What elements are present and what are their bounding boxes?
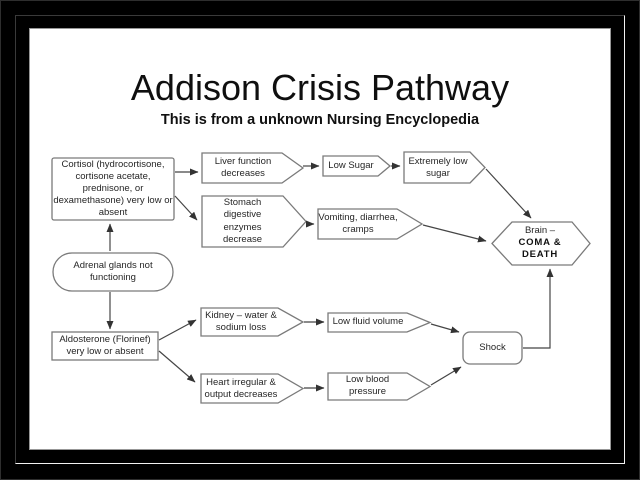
low-sugar-node-shape — [322, 155, 392, 177]
low-fluid-volume-node-shape — [327, 312, 432, 333]
aldosterone-node-shape — [51, 331, 159, 361]
adrenal-glands-node-label: Adrenal glands not functioning — [73, 260, 153, 283]
heart-output-node-shape — [200, 373, 305, 404]
edge-shock-brain — [523, 268, 554, 349]
brain-label-line: Brain – — [524, 225, 556, 236]
liver-function-node-shape — [201, 152, 305, 184]
edge-vomiting-brain — [422, 224, 487, 243]
edge-aldosterone-heart — [158, 350, 196, 383]
low-blood-pressure-node-shape — [327, 372, 432, 401]
cortisol-node-shape — [51, 157, 175, 221]
shock-node-label: Shock — [479, 342, 506, 353]
edge-lowbp-shock — [430, 366, 462, 386]
brain-death-line: DEATH — [521, 249, 559, 260]
liver-function-node-label: Liver function decreases — [214, 156, 272, 179]
adrenal-glands-node-shape — [52, 252, 174, 292]
edge-extremely-brain — [485, 168, 532, 219]
kidney-node-shape — [200, 307, 305, 337]
heart-output-node-label: Heart irregular & output decreases — [204, 376, 278, 400]
cortisol-node-label: Cortisol (hydrocortisone, cortisone acet… — [53, 159, 173, 218]
low-fluid-volume-node-label: Low fluid volume — [332, 316, 404, 327]
page-title: Addison Crisis Pathway — [130, 67, 510, 108]
edge-aldosterone-kidney — [158, 319, 197, 341]
brain-coma-line: COMA & — [518, 237, 562, 248]
low-sugar-node-label: Low Sugar — [328, 160, 374, 171]
edge-cortisol-stomach — [174, 195, 198, 221]
vomiting-node-shape — [317, 208, 424, 240]
frame-pinstripe — [15, 15, 625, 464]
edge-lowfluid-shock — [430, 323, 460, 334]
brain-coma-death-node-shape — [491, 221, 591, 266]
stomach-enzymes-node-shape — [201, 195, 307, 248]
kidney-node-label: Kidney – water & sodium loss — [205, 310, 277, 333]
low-blood-pressure-node-label: Low blood pressure — [345, 374, 390, 397]
page-subtitle: This is from a unknown Nursing Encyclope… — [160, 112, 480, 128]
extremely-low-sugar-node-shape — [403, 151, 486, 184]
vomiting-node-label: Vomiting, diarrhea, cramps — [318, 212, 398, 235]
aldosterone-node-label: Aldosterone (Florinef) very low or absen… — [59, 334, 151, 357]
brain-coma-death-node-label: Brain – COMA & DEATH — [498, 221, 582, 265]
extremely-low-sugar-node-label: Extremely low sugar — [408, 155, 468, 179]
stomach-enzymes-node-label: Stomach digestive enzymes decrease — [222, 196, 263, 246]
shock-node-shape — [462, 331, 523, 365]
